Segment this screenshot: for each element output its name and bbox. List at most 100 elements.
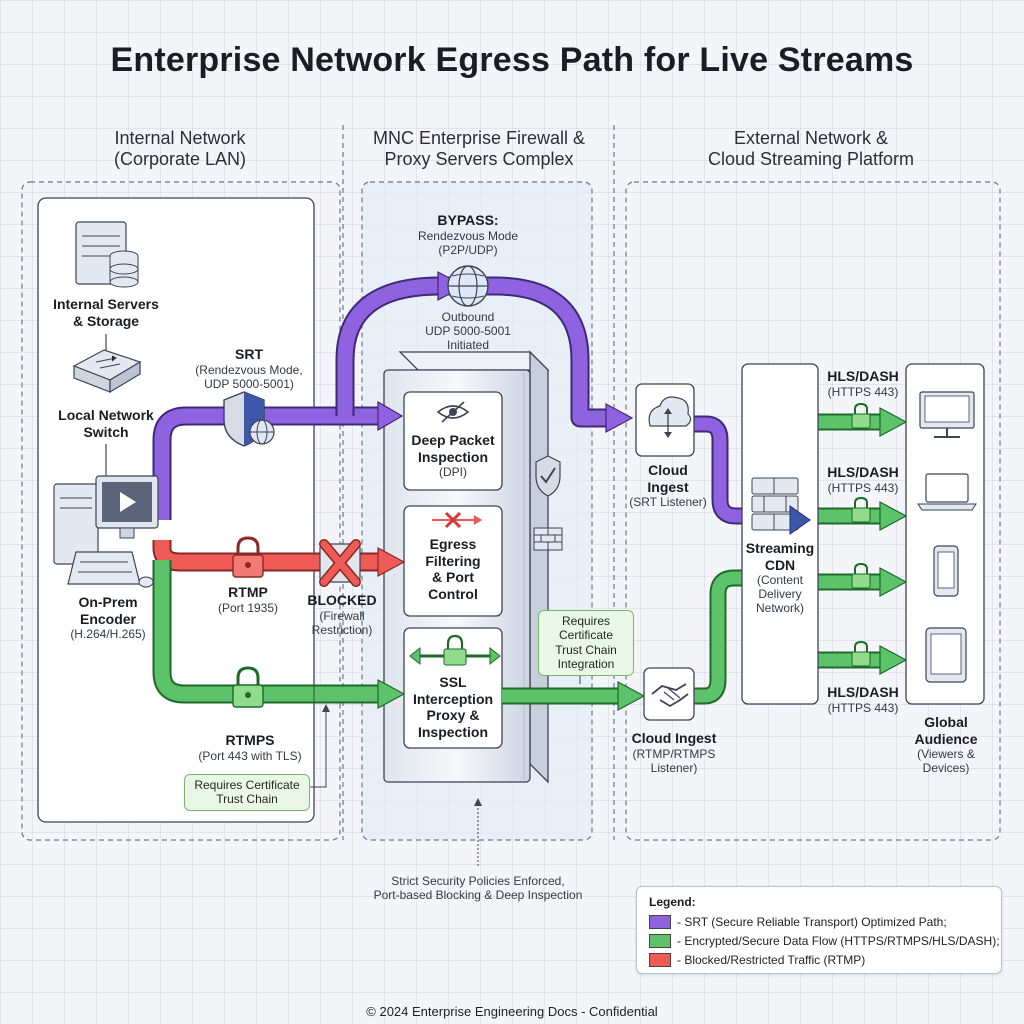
cdn-label-line2: CDN (764, 556, 796, 573)
tablet-icon (925, 627, 967, 683)
audience-label-line4: Devices) (922, 761, 970, 776)
switch-label: Local Network Switch (46, 407, 166, 440)
switch-label-line2: Switch (83, 423, 129, 440)
bypass-label-line1: Rendezvous Mode (417, 228, 519, 243)
legend-swatch-secure (649, 934, 671, 948)
audience-box[interactable] (905, 363, 985, 705)
hls-label-2-name: HLS/DASH (827, 464, 899, 480)
cloud-ingest-rtmp-line1: Cloud Ingest (631, 730, 717, 746)
hls-label-2-port: (HTTPS 443) (827, 480, 899, 495)
cloud-ingest-rtmp-label: Cloud Ingest (RTMP/RTMPS Listener) (620, 730, 728, 775)
rtmps-label: RTMPS (Port 443 with TLS) (182, 732, 318, 763)
switch-label-line1: Local Network (58, 407, 154, 423)
ssl-arrowhead (617, 680, 646, 712)
hls-label-2: HLS/DASH (HTTPS 443) (818, 464, 908, 495)
blocked-label-name: BLOCKED (307, 592, 377, 608)
dpi-label-line3: (DPI) (439, 465, 467, 480)
srt-label-name: SRT (235, 346, 263, 362)
cdn-label-line4: Delivery (758, 587, 802, 602)
hls-lock-icons (851, 402, 871, 667)
ssl-lock-arrows-icon (409, 634, 501, 666)
egress-label-line3: & Port (432, 569, 474, 586)
policy-note-line1: Strict Security Policies Enforced, (391, 874, 565, 888)
audience-label-line2: Audience (914, 730, 978, 747)
cdn-box[interactable] (741, 363, 819, 705)
cloud-ingest-icon (648, 396, 692, 438)
filter-arrows-icon (432, 511, 482, 529)
cloud-ingest-srt-line3: (SRT Listener) (629, 495, 707, 510)
hls-label-1-name: HLS/DASH (827, 368, 899, 384)
cloud-ingest-rtmp-line3: Listener) (650, 760, 698, 775)
blocked-label: BLOCKED (Firewall Restriction) (294, 592, 390, 637)
monitor-icon (919, 391, 975, 438)
legend-swatch-srt (649, 915, 671, 929)
rtmp-arrowhead (377, 546, 406, 578)
srt-arrowhead-dpi (377, 400, 404, 432)
network-switch-icon (72, 349, 142, 394)
globe-icon (447, 265, 489, 307)
legend-item-blocked: - Blocked/Restricted Traffic (RTMP) (649, 953, 865, 967)
server-storage-icon (75, 221, 139, 288)
policy-note: Strict Security Policies Enforced, Port-… (340, 874, 616, 902)
egress-module[interactable] (403, 505, 503, 617)
legend-label-blocked: - Blocked/Restricted Traffic (RTMP) (677, 953, 866, 967)
ssl-cert-note-line1: Requires (561, 614, 611, 628)
bypass-label: BYPASS: Rendezvous Mode (P2P/UDP) (394, 212, 542, 257)
external-zone-title-line2: Cloud Streaming Platform (707, 149, 915, 170)
bypass-outbound-line3: Initiated (446, 338, 490, 353)
bypass-outbound-line1: Outbound (441, 310, 495, 324)
legend-title: Legend: (649, 895, 696, 909)
firewall-zone-title-line2: Proxy Servers Complex (384, 149, 574, 170)
rtmps-label-name: RTMPS (225, 732, 275, 748)
egress-label: Egress Filtering & Port Control (404, 536, 502, 602)
rtmps-cert-note-line2: Trust Chain (216, 792, 278, 807)
dpi-label-line1: Deep Packet (411, 432, 495, 448)
shield-check-icon (535, 455, 561, 497)
rtmp-label-name: RTMP (228, 584, 268, 600)
shield-globe-icon (223, 391, 275, 447)
encoder-codec: (H.264/H.265) (70, 627, 146, 642)
rtmp-lock-icon (232, 536, 264, 578)
encoder-label-line2: Encoder (79, 610, 136, 627)
internal-zone-title: Internal Network (Corporate LAN) (80, 128, 280, 170)
rtmps-label-detail: (Port 443 with TLS) (198, 748, 302, 763)
cdn-label-line3: (Content (756, 573, 804, 588)
ssl-cert-note-line2: Certificate (558, 628, 614, 643)
legend-item-srt: - SRT (Secure Reliable Transport) Optimi… (649, 915, 947, 929)
legend-label-secure: - Encrypted/Secure Data Flow (HTTPS/RTMP… (677, 934, 1000, 948)
rtmps-lock-icon (232, 666, 264, 708)
servers-label-line2: & Storage (72, 312, 140, 329)
hls-label-1: HLS/DASH (HTTPS 443) (818, 368, 908, 399)
cloud-ingest-rtmp-box[interactable] (643, 667, 695, 721)
cdn-server-icon (751, 477, 811, 535)
dpi-label: Deep Packet Inspection (DPI) (404, 432, 502, 479)
rtmp-label: RTMP (Port 1935) (200, 584, 296, 615)
footer: © 2024 Enterprise Engineering Docs - Con… (366, 1004, 658, 1019)
egress-label-line1: Egress (429, 536, 477, 552)
internal-zone-title-line1: Internal Network (114, 128, 246, 148)
cdn-label: Streaming CDN (Content Delivery Network) (742, 540, 818, 616)
ssl-label-line4: Inspection (417, 723, 488, 740)
servers-label-line1: Internal Servers (53, 296, 159, 312)
cloud-ingest-rtmp-line2: (RTMP/RTMPS (632, 746, 716, 761)
dpi-module[interactable] (403, 391, 503, 491)
internal-zone-border (21, 181, 341, 841)
rtmps-cert-note-line1: Requires Certificate (194, 778, 300, 792)
encoder-label: On-Prem Encoder (H.264/H.265) (48, 594, 168, 641)
encoder-label-line1: On-Prem (78, 594, 138, 610)
hls-arrows (812, 406, 908, 676)
audience-label-line1: Global (924, 714, 968, 730)
eye-slash-icon (436, 401, 470, 423)
firewall-zone-title: MNC Enterprise Firewall & Proxy Servers … (352, 128, 606, 170)
cdn-label-line5: Network) (755, 601, 804, 616)
ssl-cert-note-line3: Trust Chain (555, 642, 617, 657)
dpi-label-line2: Inspection (417, 448, 488, 465)
internal-zone-title-line2: (Corporate LAN) (113, 149, 247, 170)
hls-label-3: HLS/DASH (HTTPS 443) (818, 684, 908, 715)
audience-label-line3: (Viewers & (917, 747, 975, 762)
cloud-ingest-srt-label: Cloud Ingest (SRT Listener) (620, 462, 716, 509)
hls-label-3-port: (HTTPS 443) (827, 700, 899, 715)
rtmps-arrowhead (377, 678, 406, 710)
audience-label: Global Audience (Viewers & Devices) (900, 714, 992, 775)
